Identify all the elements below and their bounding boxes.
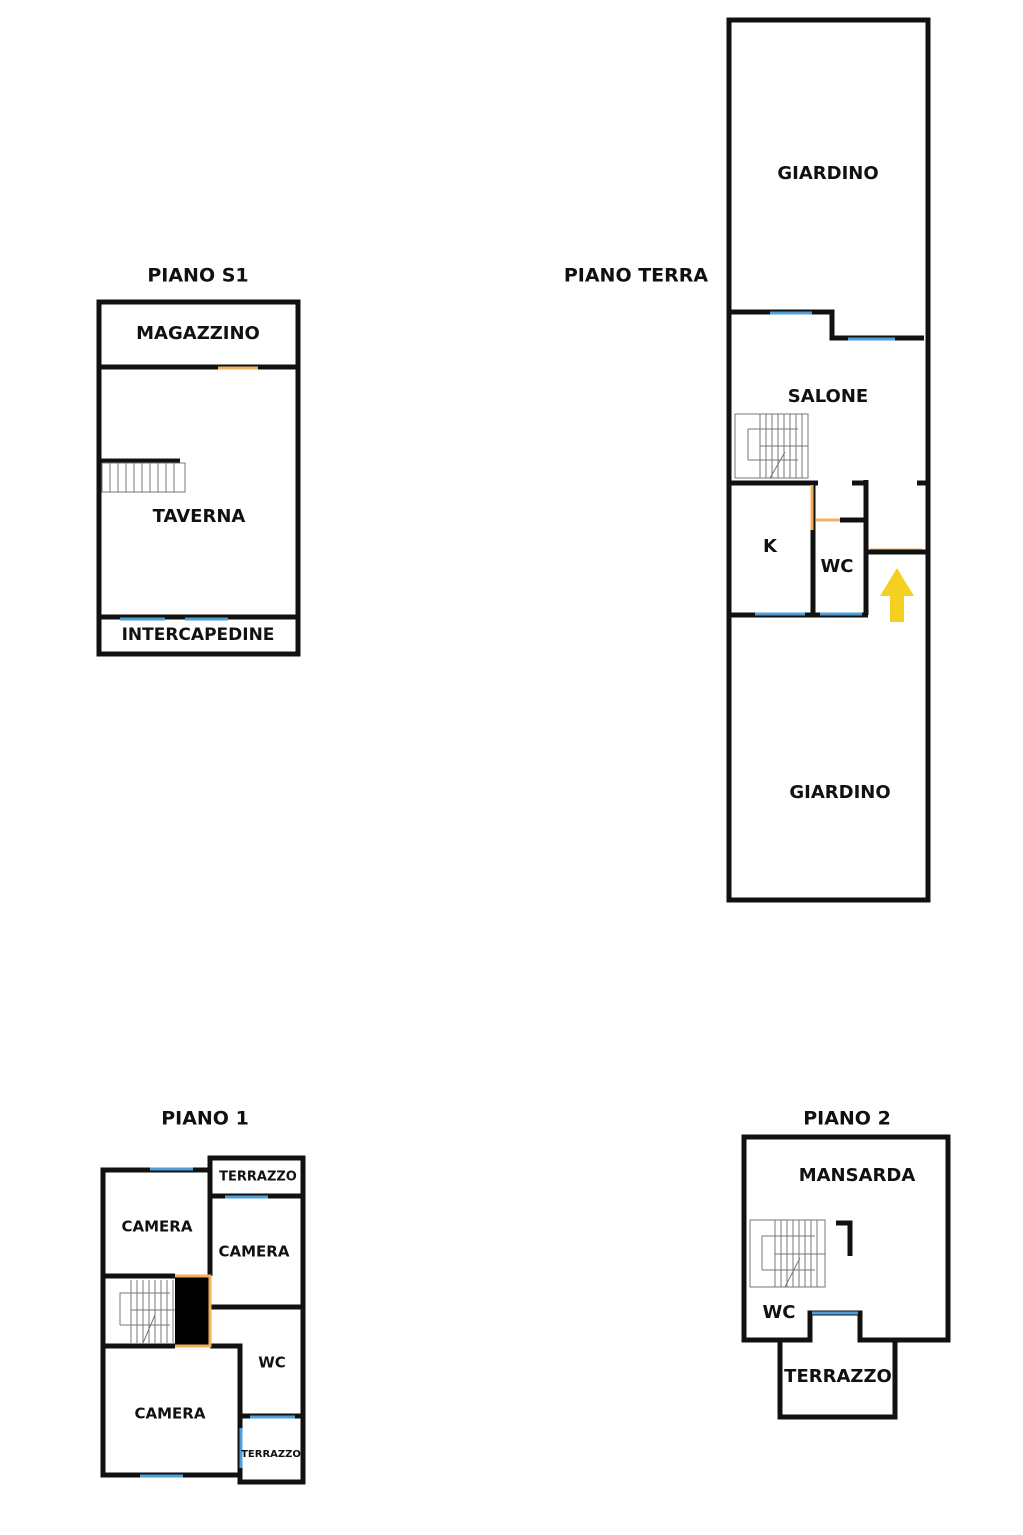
stairs-icon [734,413,809,479]
room-label: INTERCAPEDINE [122,625,275,645]
floor-terra: PIANO TERRA GIARDINO SALONE K WC GIARDIN… [564,17,931,903]
floor-s1: PIANO S1 MAGAZZINO TAVERNA INTERCAPEDINE [96,265,301,657]
stairs-icon [749,1219,826,1288]
floor-1: PIANO 1 TERRAZZO CAMERA CAMERA WC CAMERA… [100,1108,306,1485]
door [175,1274,212,1348]
outer-walls [96,299,301,657]
wall [836,1220,853,1256]
room-label: MAGAZZINO [136,323,260,344]
room-label: TAVERNA [153,506,246,527]
room-label: MANSARDA [799,1165,916,1186]
room-label: K [763,536,778,557]
room-label: TERRAZZO [219,1170,297,1185]
wall [729,309,924,341]
wall [210,1343,243,1482]
floor-2: PIANO 2 MANSARDA WC TERRAZZO [741,1108,951,1420]
terrace-walls [777,1340,898,1420]
stairs-icon [119,1280,175,1344]
room-label: WC [762,1302,795,1323]
room-label: SALONE [788,386,868,407]
outer-walls [726,17,931,903]
room-label: CAMERA [219,1243,290,1261]
floor-title: PIANO TERRA [564,265,709,287]
floor-title: PIANO S1 [147,265,248,287]
entrance-arrow-icon [880,568,914,622]
room-label: TERRAZZO [784,1366,892,1387]
room-label: GIARDINO [789,782,890,803]
room-label: CAMERA [135,1405,206,1423]
room-label: CAMERA [122,1218,193,1236]
room-label: GIARDINO [777,163,878,184]
floor-title: PIANO 2 [803,1108,891,1130]
room-label: TERRAZZO [241,1449,301,1460]
outer-walls [741,1134,951,1343]
stairs-icon [100,458,186,493]
floor-title: PIANO 1 [161,1108,249,1130]
room-label: WC [258,1354,286,1372]
room-label: WC [820,556,853,577]
